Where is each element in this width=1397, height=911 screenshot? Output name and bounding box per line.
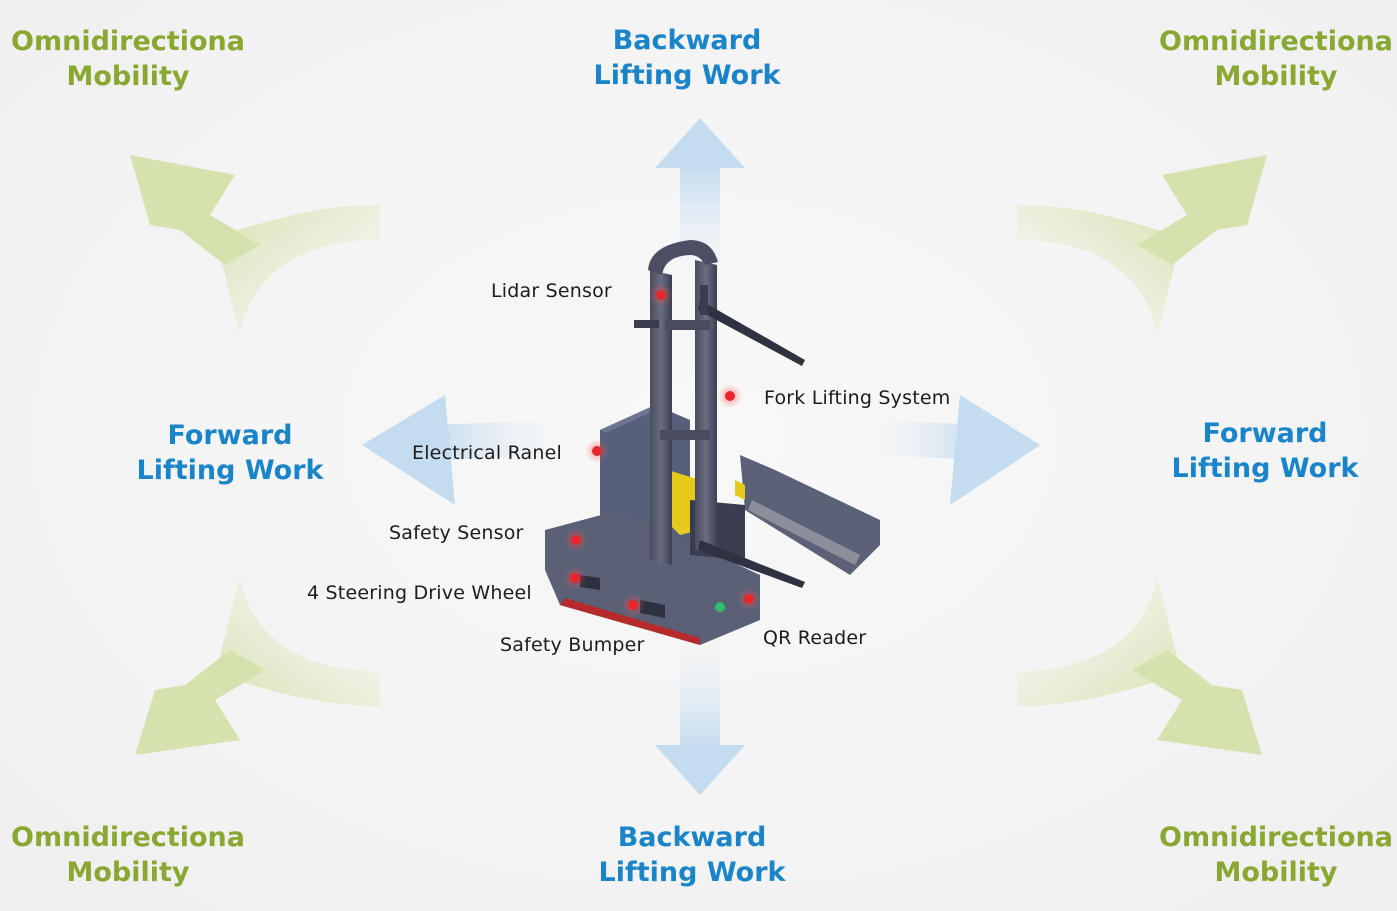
corner-line1: Omnidirectiona: [11, 26, 245, 57]
corner-line2: Mobility: [1214, 857, 1338, 888]
direction-label-left: Forward Lifting Work: [100, 418, 360, 488]
callout-fork-lifting-system: Fork Lifting System: [764, 387, 951, 409]
direction-line2: Lifting Work: [136, 455, 324, 486]
corner-label-bottom-right: Omnidirectiona Mobility: [1146, 820, 1397, 890]
direction-label-right: Forward Lifting Work: [1135, 416, 1395, 486]
callout-safety-bumper: Safety Bumper: [500, 634, 645, 656]
direction-line2: Lifting Work: [1171, 453, 1359, 484]
marker-safety-sensor: [564, 528, 588, 552]
direction-line1: Forward: [167, 420, 293, 451]
direction-line2: Lifting Work: [593, 60, 781, 91]
corner-label-top-right: Omnidirectiona Mobility: [1146, 24, 1397, 94]
corner-line1: Omnidirectiona: [1159, 26, 1393, 57]
marker-fork-lifting-system: [718, 384, 742, 408]
corner-line2: Mobility: [1214, 61, 1338, 92]
lifting-arrow-down: [655, 640, 745, 795]
mobility-arrow-bottom-left: [135, 576, 380, 755]
forklift-robot-illustration: [545, 240, 880, 645]
marker-qr-reader: [737, 587, 761, 611]
direction-label-top: Backward Lifting Work: [557, 23, 817, 93]
direction-line1: Forward: [1202, 418, 1328, 449]
marker-lidar-sensor: [649, 283, 673, 307]
corner-label-top-left: Omnidirectiona Mobility: [0, 24, 258, 94]
corner-line1: Omnidirectiona: [1159, 822, 1393, 853]
marker-electrical-panel: [585, 439, 609, 463]
lifting-arrow-left: [362, 395, 560, 505]
corner-line1: Omnidirectiona: [11, 822, 245, 853]
callout-steering-drive-wheel: 4 Steering Drive Wheel: [307, 582, 532, 604]
direction-line1: Backward: [612, 25, 762, 56]
callout-safety-sensor: Safety Sensor: [389, 522, 524, 544]
callout-qr-reader: QR Reader: [763, 627, 867, 649]
direction-line2: Lifting Work: [598, 857, 786, 888]
callout-markers: [563, 283, 761, 617]
mobility-arrow-top-right: [1017, 155, 1267, 335]
mobility-arrow-bottom-right: [1017, 576, 1262, 755]
callout-lidar-sensor: Lidar Sensor: [491, 280, 612, 302]
mobility-arrow-top-left: [130, 155, 380, 335]
corner-line2: Mobility: [66, 61, 190, 92]
marker-steering-drive-wheel: [563, 566, 587, 590]
corner-label-bottom-left: Omnidirectiona Mobility: [0, 820, 258, 890]
direction-label-bottom: Backward Lifting Work: [562, 820, 822, 890]
direction-line1: Backward: [617, 822, 767, 853]
callout-electrical-panel: Electrical Ranel: [412, 442, 563, 464]
marker-safety-bumper: [621, 593, 645, 617]
corner-line2: Mobility: [66, 857, 190, 888]
lifting-arrow-right: [870, 395, 1040, 505]
